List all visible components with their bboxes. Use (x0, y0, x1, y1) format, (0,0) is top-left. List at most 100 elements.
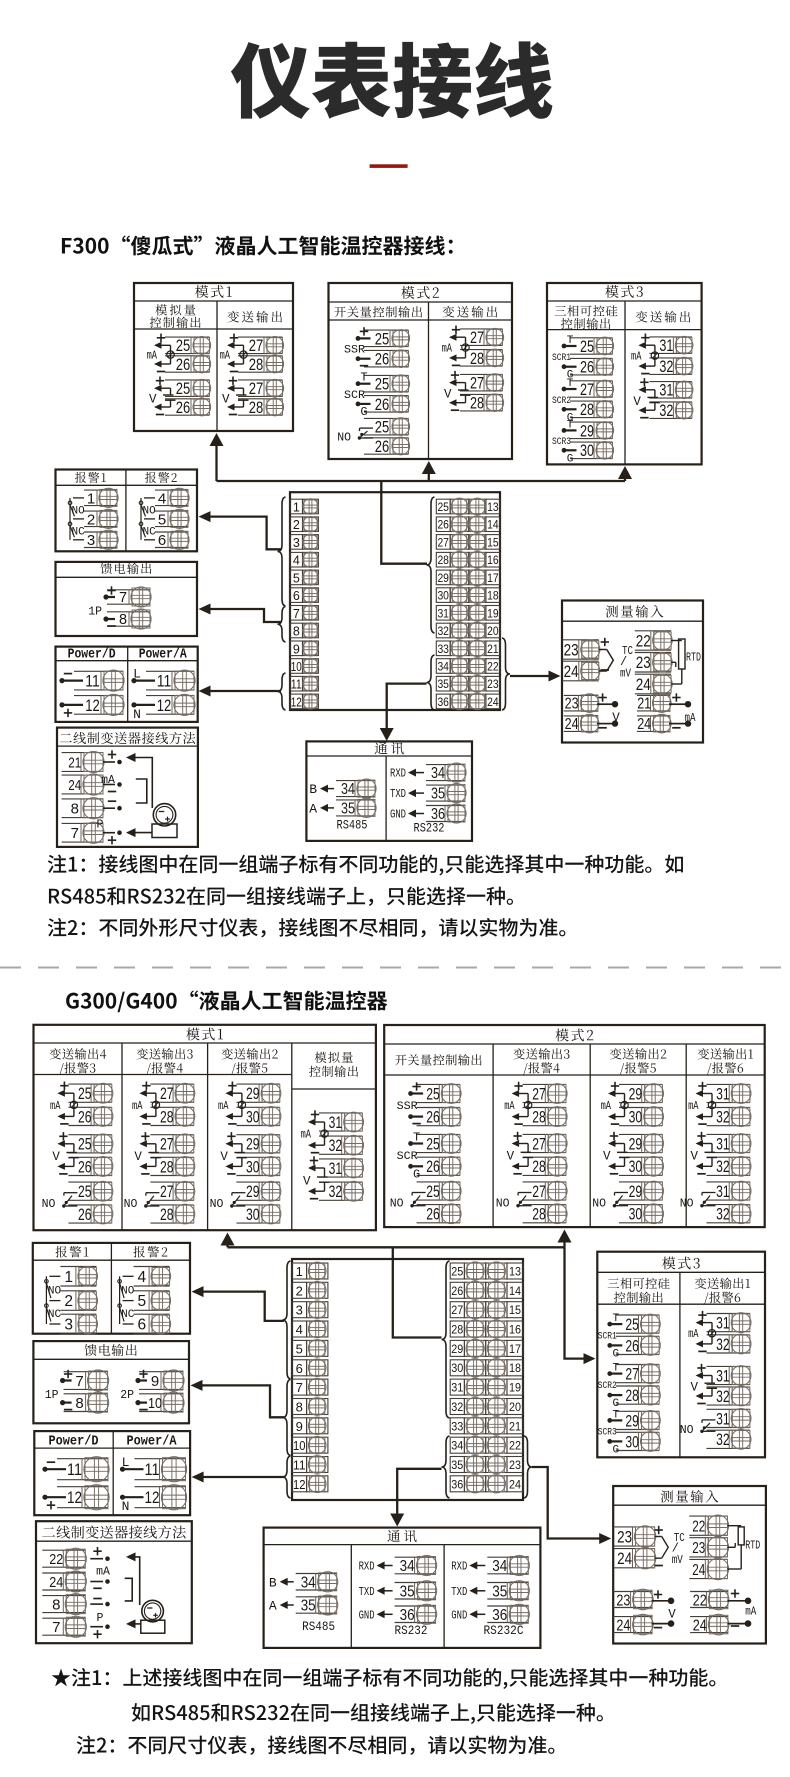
svg-text:10: 10 (291, 660, 302, 674)
svg-text:24: 24 (68, 777, 81, 794)
svg-text:T: T (612, 1409, 619, 1421)
svg-text:35: 35 (341, 801, 355, 818)
svg-text:17: 17 (487, 573, 499, 585)
svg-text:26: 26 (580, 359, 594, 377)
svg-text:26: 26 (176, 356, 191, 374)
svg-text:29: 29 (629, 1085, 643, 1103)
svg-text:27: 27 (160, 1183, 174, 1201)
svg-text:RS232: RS232 (395, 1624, 428, 1638)
svg-text:12: 12 (67, 1489, 82, 1507)
svg-text:4: 4 (293, 554, 300, 568)
svg-text:RS232C: RS232C (484, 1624, 524, 1638)
svg-text:A: A (269, 1599, 277, 1614)
svg-text:30: 30 (246, 1206, 260, 1224)
svg-text:11: 11 (85, 673, 100, 691)
svg-text:11: 11 (145, 1461, 160, 1479)
svg-text:22: 22 (509, 1439, 521, 1453)
svg-text:23: 23 (564, 641, 579, 659)
svg-text:T: T (413, 1131, 420, 1145)
svg-text:30: 30 (246, 1108, 260, 1126)
svg-text:24: 24 (692, 1562, 705, 1579)
svg-text:34: 34 (301, 1574, 316, 1591)
svg-text:3: 3 (293, 536, 300, 550)
svg-text:/: / (620, 655, 627, 669)
svg-text:35: 35 (451, 1458, 463, 1472)
svg-text:28: 28 (532, 1109, 546, 1127)
svg-text:5: 5 (158, 511, 166, 528)
svg-text:35: 35 (400, 1583, 415, 1600)
svg-text:TXD: TXD (390, 787, 406, 801)
svg-text:NO: NO (121, 1285, 135, 1297)
svg-text:11: 11 (157, 673, 172, 691)
svg-text:34: 34 (437, 662, 449, 674)
svg-text:Power/D: Power/D (68, 648, 116, 663)
svg-text:31: 31 (716, 1135, 730, 1153)
svg-text:28: 28 (532, 1206, 546, 1224)
svg-text:27: 27 (249, 337, 264, 355)
svg-text:V: V (52, 1150, 60, 1164)
svg-text:26: 26 (426, 1158, 440, 1176)
svg-text:1P: 1P (45, 1389, 59, 1402)
svg-text:24: 24 (636, 676, 651, 694)
svg-text:NO: NO (72, 505, 86, 517)
svg-text:29: 29 (246, 1085, 260, 1103)
svg-text:B: B (269, 1575, 277, 1590)
svg-text:25: 25 (451, 1265, 463, 1279)
svg-text:31: 31 (329, 1160, 343, 1178)
svg-text:32: 32 (716, 1388, 730, 1406)
svg-text:26: 26 (78, 1206, 92, 1224)
svg-text:mA: mA (631, 350, 642, 364)
svg-text:8: 8 (296, 1400, 303, 1415)
svg-text:20: 20 (509, 1400, 521, 1414)
svg-text:TXD: TXD (359, 1585, 375, 1599)
svg-text:G: G (567, 453, 574, 465)
svg-text:22: 22 (487, 662, 499, 674)
svg-text:27: 27 (580, 381, 594, 399)
svg-text:32: 32 (659, 358, 673, 376)
svg-text:27: 27 (451, 1303, 463, 1317)
svg-text:NO: NO (48, 1285, 62, 1297)
svg-text:2: 2 (293, 518, 300, 532)
svg-text:2P: 2P (120, 1389, 134, 1402)
svg-text:32: 32 (329, 1137, 343, 1155)
svg-text:SSR: SSR (344, 345, 365, 357)
svg-text:A: A (309, 801, 317, 816)
svg-text:12: 12 (157, 697, 172, 715)
svg-text:36: 36 (431, 806, 445, 823)
svg-text:28: 28 (470, 395, 484, 413)
svg-text:12: 12 (145, 1489, 160, 1507)
svg-text:28: 28 (580, 401, 594, 419)
svg-text:mA: mA (101, 774, 115, 787)
svg-text:NC: NC (72, 526, 86, 538)
svg-text:27: 27 (160, 1085, 174, 1103)
svg-text:31: 31 (329, 1114, 343, 1132)
svg-text:23: 23 (617, 1528, 632, 1546)
svg-text:25: 25 (78, 1085, 92, 1103)
svg-text:mA: mA (745, 1605, 757, 1619)
svg-text:29: 29 (437, 573, 449, 585)
svg-text:G: G (612, 1398, 619, 1410)
svg-text:11: 11 (291, 678, 302, 692)
svg-text:N: N (133, 707, 141, 722)
svg-text:27: 27 (532, 1085, 546, 1103)
svg-text:N: N (122, 1499, 130, 1514)
svg-text:5: 5 (293, 571, 300, 585)
svg-text:34: 34 (431, 765, 445, 782)
svg-text:1: 1 (296, 1264, 303, 1279)
svg-text:mA: mA (220, 349, 231, 363)
svg-text:12: 12 (85, 697, 100, 715)
svg-text:26: 26 (375, 396, 390, 414)
svg-text:mV: mV (672, 1553, 684, 1567)
svg-text:9: 9 (293, 642, 300, 656)
svg-text:8: 8 (75, 1395, 83, 1412)
svg-text:26: 26 (437, 520, 449, 532)
svg-text:26: 26 (625, 1337, 639, 1355)
svg-text:V: V (612, 711, 620, 725)
svg-text:NC: NC (143, 526, 157, 538)
svg-text:V: V (603, 1150, 611, 1164)
svg-text:32: 32 (716, 1109, 730, 1127)
svg-text:mA: mA (688, 1327, 699, 1341)
svg-text:2: 2 (296, 1283, 303, 1298)
svg-text:31: 31 (659, 382, 673, 400)
svg-text:mA: mA (601, 1099, 612, 1113)
